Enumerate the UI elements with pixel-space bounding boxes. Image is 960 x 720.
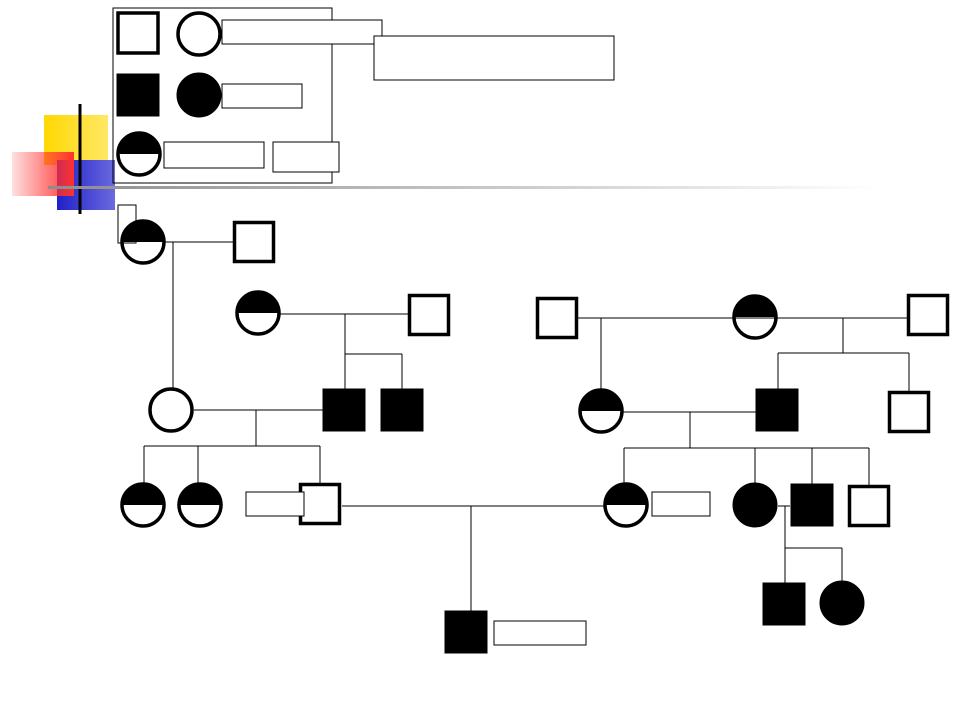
g3-affected-male-a-symbol [322, 388, 366, 432]
g3-normal-female-symbol [148, 387, 194, 433]
g4-affected-male-symbol [790, 483, 834, 527]
g4-normal-male-b-symbol [847, 484, 891, 528]
g2-normal-male-b-symbol [535, 296, 579, 340]
header-rule [48, 186, 878, 189]
g2-carrier-female-b-symbol [732, 294, 778, 340]
g4-carrier-female-c-symbol [603, 482, 649, 528]
label-box-proband [493, 620, 587, 646]
legend-normal-female-symbol [176, 11, 222, 57]
g2-normal-male-a-symbol [407, 293, 451, 337]
pedigree-lines [143, 241, 910, 612]
pedigree-label-boxes [245, 491, 711, 646]
g5-affected-female-symbol [819, 580, 865, 626]
g1-normal-male-symbol [232, 220, 276, 264]
legend-label-box-1 [221, 19, 383, 45]
g4-normal-male-symbol [298, 482, 342, 526]
g2-normal-male-c-symbol [906, 293, 950, 337]
g1-carrier-female-symbol [120, 219, 166, 265]
g4-affected-female-symbol [732, 482, 778, 528]
g3-affected-male-c-symbol [755, 388, 799, 432]
legend-affected-male-symbol [116, 73, 160, 117]
g3-affected-male-b-symbol [380, 388, 424, 432]
legend-affected-female-symbol [176, 72, 222, 118]
g4-carrier-female-a-symbol [120, 482, 166, 528]
g3-normal-male-symbol [887, 390, 931, 434]
legend [112, 7, 615, 184]
pedigree-symbols [120, 219, 950, 654]
legend-carrier-female-symbol [116, 131, 162, 177]
label-box-g4-right [651, 491, 711, 517]
legend-label-box-4 [163, 141, 265, 169]
g5-affected-male-proband-symbol [444, 610, 488, 654]
label-box-g4-left [245, 491, 305, 517]
slide-corner-decoration [12, 104, 878, 214]
g5-affected-male-a-symbol [762, 582, 806, 626]
legend-frame [112, 7, 333, 184]
legend-label-box-5 [272, 141, 340, 173]
legend-normal-male-symbol [116, 11, 160, 55]
g3-carrier-female-symbol [578, 388, 624, 434]
g4-carrier-female-b-symbol [177, 482, 223, 528]
legend-label-box-3 [221, 83, 303, 109]
g2-carrier-female-symbol [235, 290, 281, 336]
decor-red-square [12, 152, 74, 196]
legend-label-box-2 [373, 35, 615, 81]
